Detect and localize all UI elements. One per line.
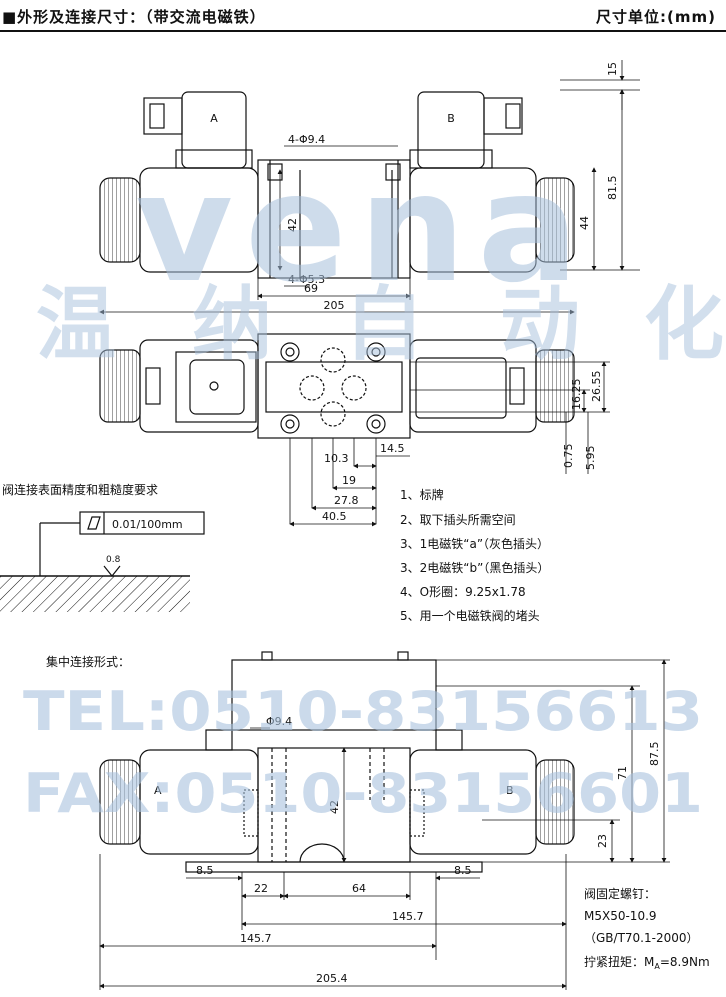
watermark-char-2: 纳 — [192, 278, 272, 371]
manifold-solenoid-b-label: B — [506, 784, 514, 797]
watermark-fax: FAX:0510-83156601 — [23, 762, 703, 825]
unit-label: 尺寸单位:(mm) — [596, 8, 716, 26]
dim-hole-bottom: 4-Φ5.3 — [288, 273, 325, 286]
dim-42: 42 — [286, 218, 299, 232]
screw-title: 阀固定螺钉： — [584, 886, 656, 901]
top-view-dims — [99, 60, 640, 315]
plan-plug-a — [175, 351, 257, 423]
watermark-char-1: 温 — [36, 278, 116, 371]
plan-valve — [257, 333, 411, 439]
watermark-brand: vena — [135, 142, 591, 316]
dim-19: 19 — [342, 474, 356, 487]
torque-value: =8.9Nm — [660, 955, 710, 969]
note-3: 3、1电磁铁“a”（灰色插头） — [400, 536, 549, 551]
dim-40-5: 40.5 — [322, 510, 347, 523]
dim-0-75: 0.75 — [562, 444, 575, 469]
dim-26-55: 26.55 — [590, 371, 603, 403]
dim-15: 15 — [606, 62, 619, 76]
top-view — [99, 91, 575, 279]
hatched-surface — [0, 576, 190, 612]
screw-standard: （GB/T70.1-2000） — [584, 931, 699, 945]
dim-87-5: 87.5 — [648, 742, 661, 767]
note-4: 3、2电磁铁“b”（黑色插头） — [400, 560, 549, 575]
dim-manifold-42: 42 — [328, 800, 341, 814]
page-header: ■外形及连接尺寸：（带交流电磁铁） 尺寸单位:(mm) — [0, 0, 726, 32]
solenoid-a-label: A — [210, 112, 218, 125]
torque-symbol: M — [644, 955, 654, 969]
dim-phi-9-4: Φ9.4 — [266, 715, 292, 728]
dim-14-5: 14.5 — [380, 442, 405, 455]
dim-22: 22 — [254, 882, 268, 895]
dim-205-4: 205.4 — [316, 972, 348, 985]
knurl-nut-right — [535, 177, 575, 263]
dim-27-8: 27.8 — [334, 494, 359, 507]
torque-label: 拧紧扭矩： — [584, 955, 644, 969]
dim-205: 205 — [324, 299, 345, 312]
knurl-nut-left — [99, 177, 141, 263]
manifold-title: 集中连接形式： — [46, 654, 130, 669]
header-rule — [0, 30, 726, 32]
dim-145-7-b: 145.7 — [240, 932, 272, 945]
manifold-solenoid-a-label: A — [154, 784, 162, 797]
watermark-company: 温 纳 自 动 化 — [36, 278, 724, 371]
dim-hole-top: 4-Φ9.4 — [288, 133, 325, 146]
dim-145-7-a: 145.7 — [392, 910, 424, 923]
dim-71: 71 — [616, 766, 629, 780]
plan-view — [99, 333, 575, 439]
screw-spec: 阀固定螺钉： M5X50-10.9 （GB/T70.1-2000） 拧紧扭矩：M… — [584, 886, 710, 971]
surface-title: 阀连接表面精度和粗糙度要求 — [2, 482, 158, 497]
manifold-view — [99, 651, 575, 873]
torque-line: 拧紧扭矩：MA=8.9Nm — [584, 955, 710, 971]
note-2: 2、取下插头所需空间 — [400, 513, 516, 527]
note-6: 5、用一个电磁铁阀的堵头 — [400, 608, 540, 623]
dim-16-25: 16.25 — [570, 379, 583, 411]
dim-5-95: 5.95 — [584, 446, 597, 471]
dim-69: 69 — [304, 282, 318, 295]
dim-23: 23 — [596, 834, 609, 848]
dim-8-5-left: 8.5 — [196, 864, 214, 877]
watermark-tel: TEL:0510-83156613 — [23, 680, 703, 743]
watermark-char-4: 动 — [500, 278, 580, 371]
dim-44: 44 — [578, 216, 591, 230]
watermark-char-5: 化 — [644, 278, 724, 371]
note-5: 4、O形圈：9.25x1.78 — [400, 585, 526, 599]
roughness-value: 0.8 — [106, 555, 121, 565]
torque-sub: A — [654, 962, 660, 971]
note-1: 1、标牌 — [400, 488, 444, 502]
dim-81-5: 81.5 — [606, 176, 619, 201]
dim-8-5-right: 8.5 — [454, 864, 472, 877]
screw-spec-value: M5X50-10.9 — [584, 909, 657, 923]
notes-list: 1、标牌 2、取下插头所需空间 3、1电磁铁“a”（灰色插头） 3、2电磁铁“b… — [400, 488, 549, 623]
dim-64: 64 — [352, 882, 366, 895]
solenoid-b-label: B — [447, 112, 455, 125]
valve-body — [257, 159, 411, 279]
flatness-value: 0.01/100mm — [112, 518, 183, 531]
manifold-dims — [99, 659, 670, 990]
page-title: ■外形及连接尺寸：（带交流电磁铁） — [2, 8, 266, 26]
watermark-char-3: 自 — [344, 278, 424, 371]
plan-view-dims — [289, 361, 610, 527]
top-plate — [231, 659, 437, 731]
dim-10-3: 10.3 — [324, 452, 349, 465]
